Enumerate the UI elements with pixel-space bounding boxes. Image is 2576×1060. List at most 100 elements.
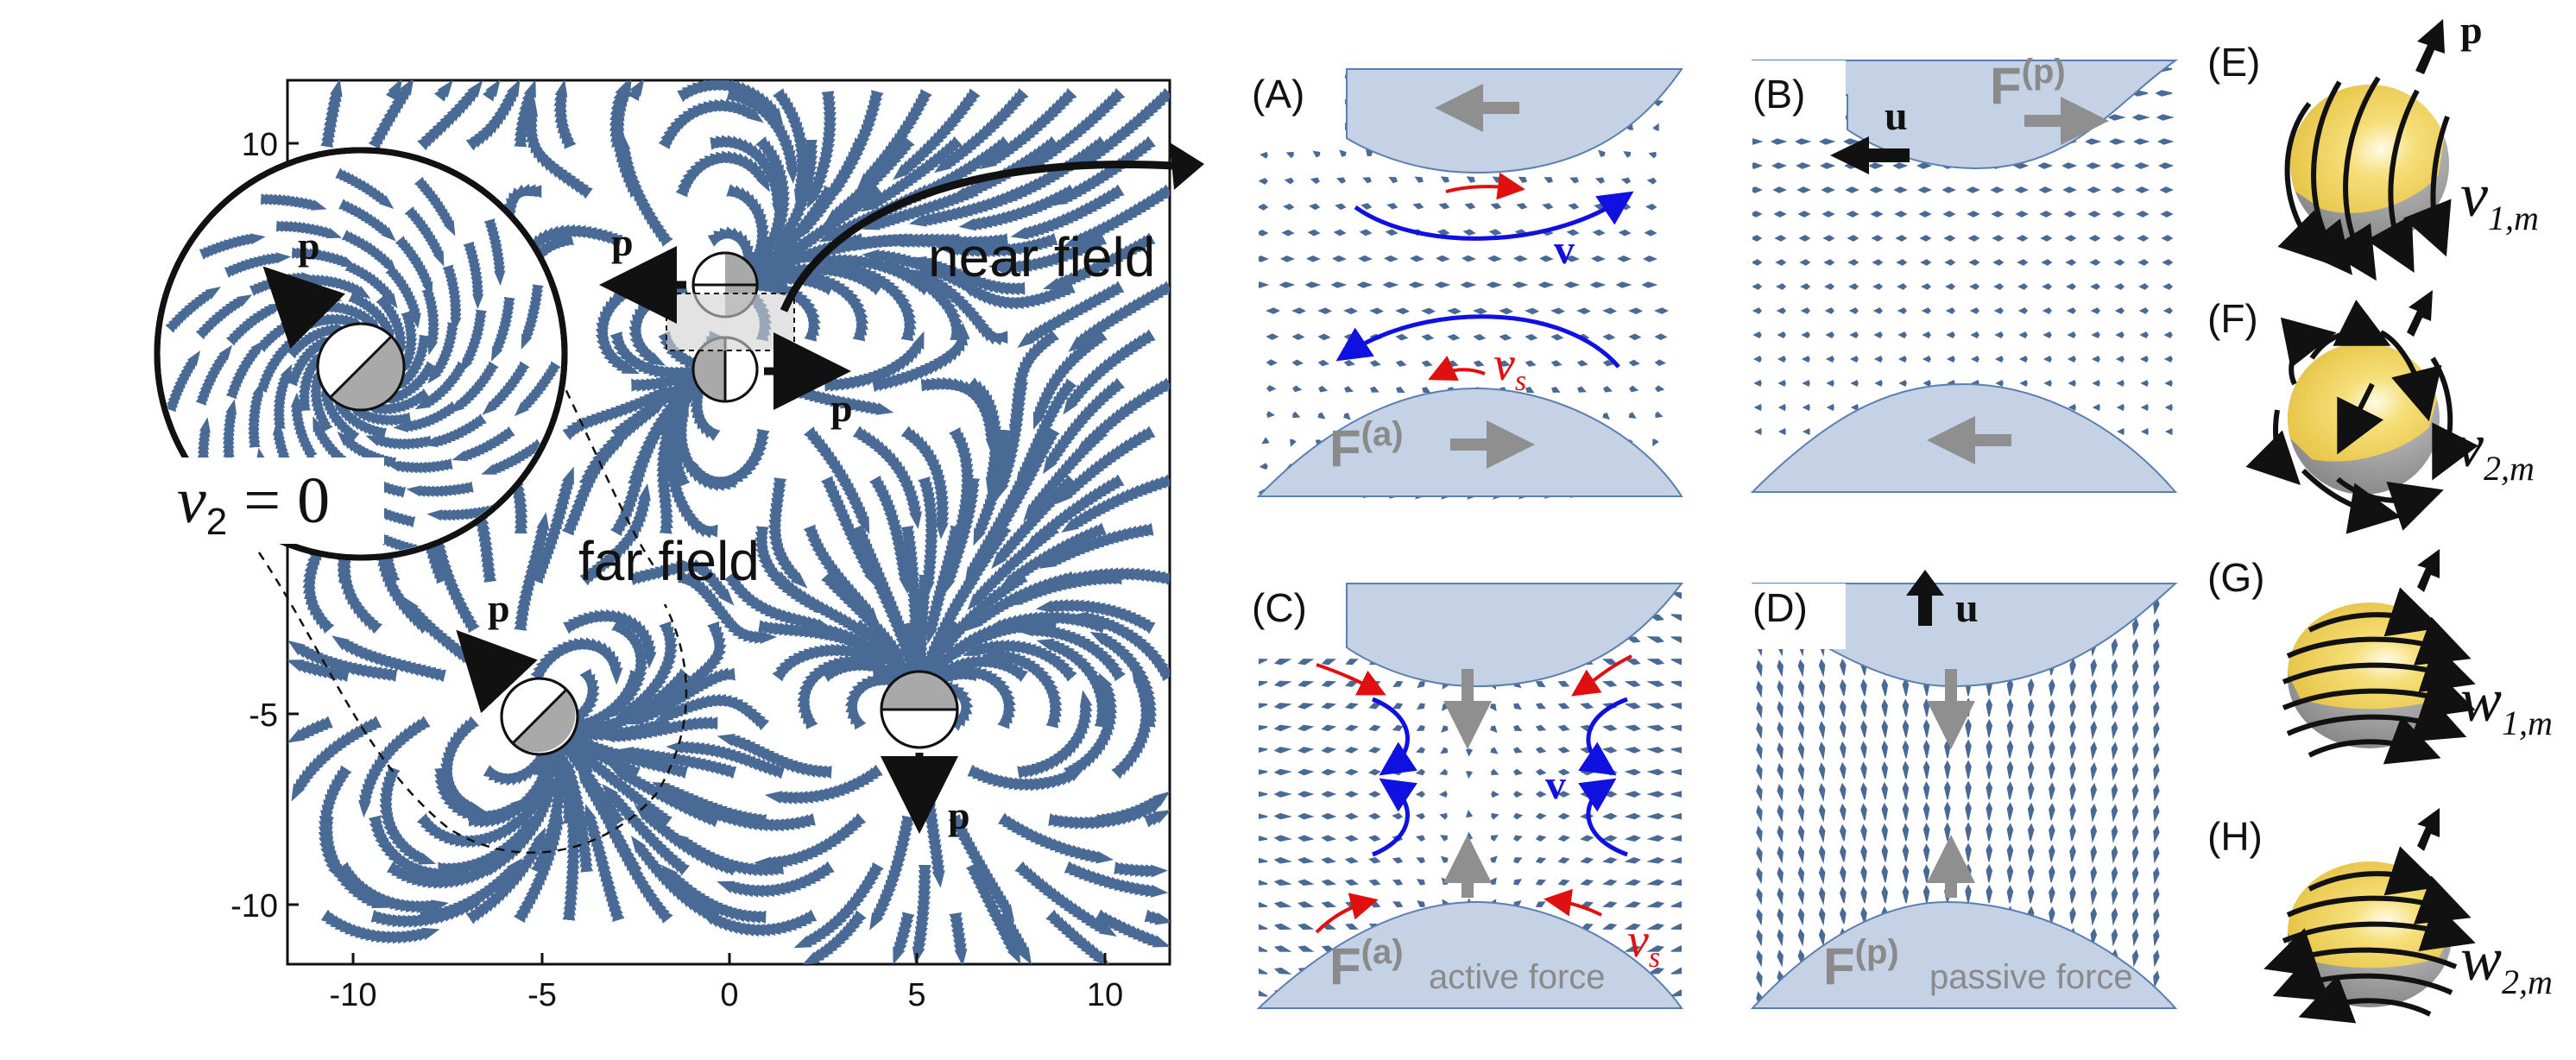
velocity-vector [1895,235,1908,242]
velocity-vector [2062,186,2077,193]
streamline-arrowhead [448,290,460,307]
velocity-vector [1800,307,1810,314]
velocity-vector [2159,186,2174,193]
velocity-vector [1594,177,1605,184]
streamline-arrowhead [1106,494,1123,507]
streamline-arrowhead [1113,407,1129,421]
velocity-vector [1881,760,1888,779]
velocity-vector [1624,659,1641,666]
velocity-vector [1776,307,1786,314]
velocity-vector [2006,802,2014,821]
velocity-vector [1654,307,1669,314]
velocity-vector [2131,783,2139,802]
velocity-vector [1416,747,1425,754]
velocity-vector [1840,823,1847,842]
velocity-vector [1994,355,2004,363]
velocity-vector [2068,379,2076,388]
velocity-vector [1624,901,1641,908]
velocity-vector [1871,235,1884,242]
velocity-vector [2049,782,2055,800]
velocity-vector [1777,331,1786,338]
velocity-vector [1990,186,2005,193]
velocity-vector [2090,761,2098,781]
streamline-arrowhead [654,671,668,687]
velocity-vector [1902,678,1910,697]
velocity-vector [1601,901,1618,908]
velocity-vector [1624,791,1641,798]
velocity-vector [1860,761,1867,779]
velocity-vector [1670,967,1682,975]
velocity-vector [1273,659,1292,666]
velocity-vector [1881,864,1888,883]
streamline-arrowhead [357,448,373,461]
velocity-vector [1513,857,1523,864]
v-label: v [1554,227,1575,273]
velocity-vector [2131,617,2139,636]
velocity-vector [2069,886,2076,904]
velocity-vector [1881,802,1888,821]
velocity-vector [1775,259,1787,266]
velocity-vector [1465,726,1473,735]
velocity-vector [1416,857,1425,864]
streamline-arrowhead [1013,643,1031,654]
velocity-vector [1601,659,1618,666]
velocity-vector [1645,203,1657,211]
velocity-vector [1881,843,1888,862]
streamline-arrowhead [205,366,218,382]
velocity-vector [1273,812,1292,820]
velocity-vector [2027,719,2035,738]
streamline [1068,281,1170,352]
streamline [1064,672,1118,779]
streamline-arrowhead [1068,635,1085,647]
velocity-vector [1797,907,1805,926]
velocity-vector [1273,768,1292,776]
velocity-vector [1756,867,1763,885]
velocity-vector [1826,403,1834,412]
velocity-vector [2027,781,2035,800]
velocity-vector [1624,680,1641,687]
streamline-arrowhead [515,797,531,812]
streamline [979,87,1077,170]
streamline [658,98,764,149]
velocity-vector [1388,177,1398,184]
velocity-vector [1965,718,1972,738]
velocity-vector [1624,879,1641,886]
velocity-vector [1752,307,1762,314]
velocity-vector [1922,355,1931,363]
velocity-vector [1840,906,1847,924]
far-field-label: far field [578,530,760,592]
streamline-arrowhead [889,526,901,543]
force-label: F(p) [1823,933,1899,995]
velocity-vector [1756,970,1763,988]
streamline-arrowhead [832,284,849,297]
streamline [871,322,970,393]
streamline-arrowhead [766,237,779,255]
velocity-vector [1797,741,1805,760]
streamline-arrowhead [794,138,806,155]
velocity-vector [2038,186,2053,193]
velocity-vector [2027,823,2035,842]
velocity-vector [1840,844,1847,862]
velocity-vector [1273,856,1292,864]
velocity-vector [2140,403,2149,412]
velocity-vector [2090,699,2098,719]
velocity-vector [1969,283,1980,290]
velocity-vector [1297,835,1315,842]
velocity-vector [1422,387,1431,394]
streamline-arrowhead [1135,865,1152,876]
velocity-vector [1881,781,1888,800]
velocity-vector [1986,842,1993,862]
velocity-vector [1646,747,1665,754]
velocity-vector [1892,162,1909,169]
streamline-arrowhead [174,372,187,389]
velocity-vector [1619,203,1632,211]
streamline [726,87,799,184]
velocity-vector [2153,680,2160,698]
velocity-vector [1345,923,1359,930]
velocity-vector [1923,781,1930,800]
streamline-arrowhead [1127,808,1144,820]
velocity-vector [2049,886,2055,904]
velocity-vector [1580,791,1594,798]
velocity-vector [1797,700,1805,719]
velocity-vector [1273,724,1292,732]
